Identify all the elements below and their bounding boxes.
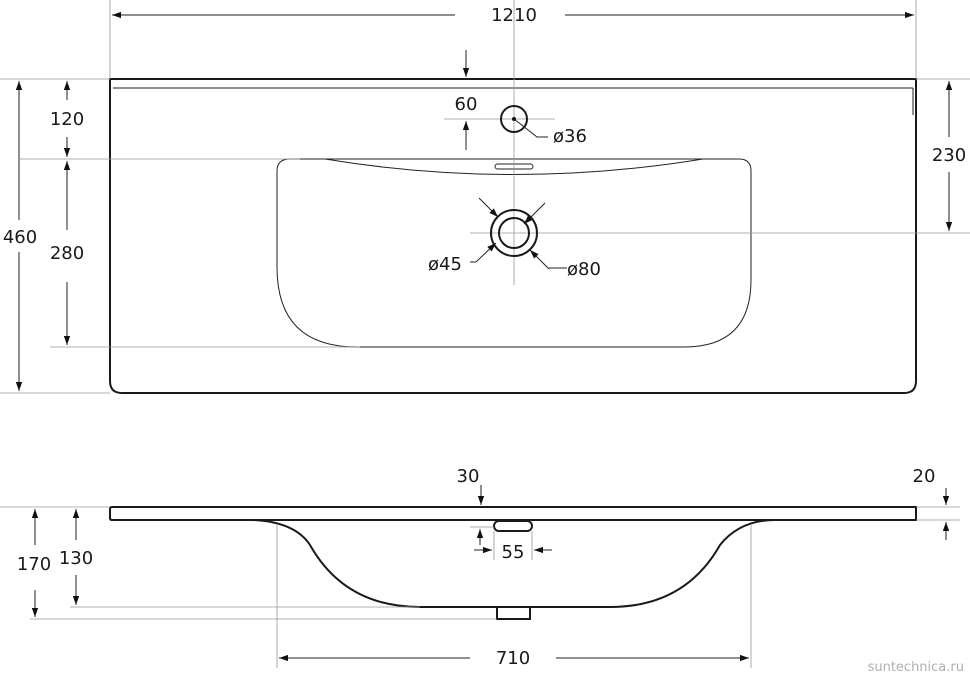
dim-front-to-basin: 120	[50, 109, 84, 130]
dim-arrow	[529, 249, 550, 270]
leader-line	[513, 118, 548, 138]
drain-inner	[498, 217, 530, 249]
dim-drain-from-back: 230	[932, 145, 966, 166]
dim-bowl-width: 710	[496, 648, 530, 669]
dim-bowl-height: 130	[59, 548, 93, 569]
dim-arrow	[523, 202, 546, 225]
overflow-slot-side	[493, 520, 533, 532]
dim-tap-diameter: ø36	[553, 126, 587, 147]
dim-tap-offset-side: 30	[457, 466, 480, 487]
top-view: 1210 60 ø36 ø45 ø80 460 120 280 230	[0, 0, 970, 394]
dim-slab-thickness: 20	[913, 466, 936, 487]
dim-drain-inner: ø45	[428, 254, 462, 275]
slab-outline	[109, 506, 917, 521]
drain-outer	[490, 209, 538, 257]
side-view: 30 20 55 170 130 710	[0, 466, 960, 669]
countertop-outline	[109, 78, 917, 394]
dim-overflow-width: 55	[502, 542, 525, 563]
dim-total-height: 170	[17, 554, 51, 575]
dim-arrow	[478, 197, 499, 218]
dim-width: 1210	[491, 5, 537, 26]
tap-hole	[500, 105, 528, 133]
dim-depth: 460	[3, 227, 37, 248]
watermark: suntechnica.ru	[868, 660, 964, 675]
drain-stub	[496, 606, 531, 620]
dim-tap-offset: 60	[455, 94, 478, 115]
dim-drain-outer: ø80	[567, 259, 601, 280]
dim-arrow	[475, 242, 497, 263]
bowl-profile	[252, 519, 776, 608]
dim-basin-depth: 280	[50, 243, 84, 264]
